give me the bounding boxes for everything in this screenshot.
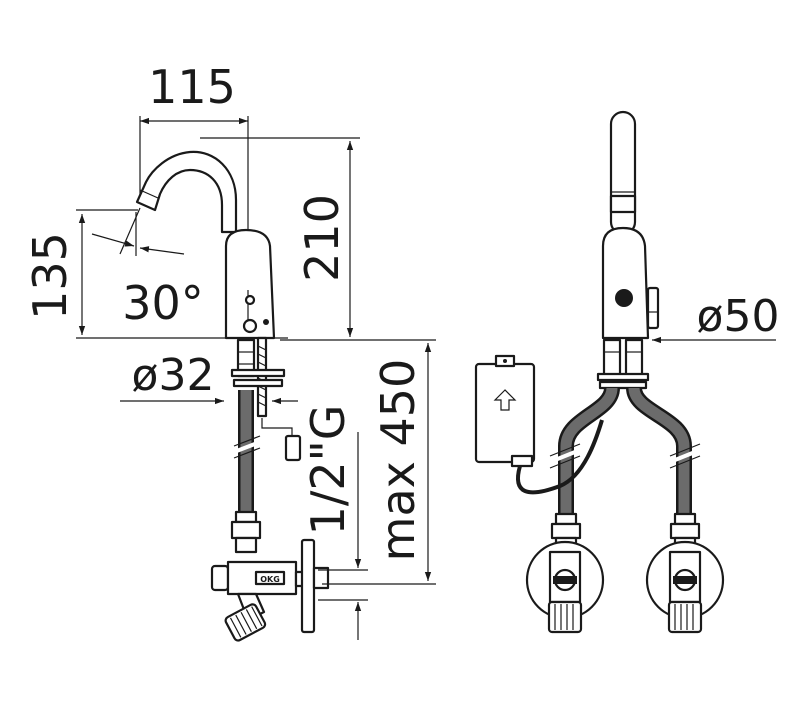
dimension-ø32-label: ø32 (132, 350, 215, 401)
dimension-thread-label: 1/2"G (301, 405, 355, 536)
front-spout (609, 110, 637, 236)
dimension-ø50: ø50 (652, 291, 780, 344)
front-body (601, 226, 660, 340)
angle-valve: OKG (210, 538, 330, 642)
valve-badge: OKG (260, 575, 280, 584)
spout (135, 150, 238, 234)
front-view: ø50 (474, 110, 780, 634)
angle-30: 30° (91, 207, 204, 330)
side-view: 115 210 135 30° (23, 60, 436, 642)
dimension-max-450: max 450 (280, 339, 436, 585)
dimension-thread: 1/2"G (301, 405, 368, 640)
sensor-eye-icon (615, 289, 633, 307)
control-box (474, 354, 604, 495)
sensor-plug (261, 418, 302, 462)
front-shanks (596, 338, 650, 390)
arrow-up-icon (493, 389, 517, 411)
angle-30-label: 30° (122, 276, 204, 330)
front-valve-left (525, 512, 605, 634)
front-valve-right (645, 512, 725, 634)
dimension-ø50-label: ø50 (697, 291, 780, 342)
front-hoses (549, 386, 701, 514)
dimension-max-450-label: max 450 (371, 359, 425, 562)
dimension-115: 115 (139, 60, 249, 232)
supply-hose (233, 390, 261, 512)
faucet-body (224, 228, 276, 340)
hose-nut (230, 510, 262, 554)
dimension-210-label: 210 (295, 194, 349, 282)
dimension-ø32: ø32 (120, 350, 298, 405)
dimension-135-label: 135 (23, 232, 77, 320)
mounting-shank (230, 336, 286, 418)
dimension-210: 210 (200, 137, 360, 337)
dimension-115-label: 115 (148, 60, 236, 114)
